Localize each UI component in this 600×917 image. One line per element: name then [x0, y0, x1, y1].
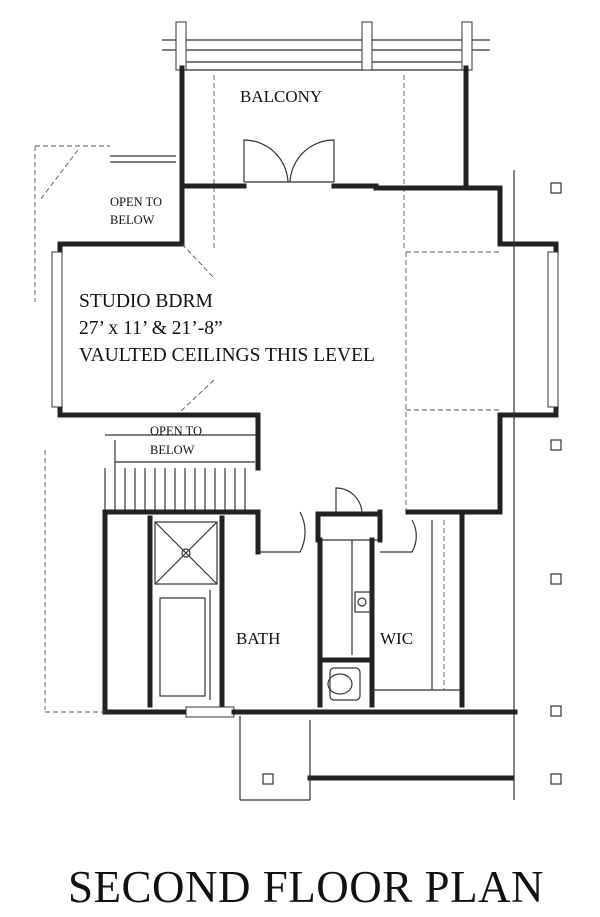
wic-label: WIC [380, 629, 413, 648]
bath-walls [102, 487, 503, 708]
column-markers [262, 182, 562, 785]
plan-title: SECOND FLOOR PLAN [68, 862, 544, 912]
right-bay [405, 170, 559, 800]
balcony-label: BALCONY [240, 87, 322, 106]
left-bay-window [51, 241, 261, 418]
open-to-below-bottom-label-line2: BELOW [150, 443, 195, 457]
upper-left-bay [34, 145, 215, 302]
vaulted-ceilings-note: VAULTED CEILINGS THIS LEVEL [79, 345, 375, 366]
stair-open-area [44, 379, 261, 710]
balcony-railing [162, 21, 490, 71]
open-to-below-bottom-label-line1: OPEN TO [150, 424, 202, 438]
studio-bedroom-dimensions: 27’ x 11’ & 21’-8” [79, 318, 223, 339]
studio-bedroom-label: STUDIO BDRM [79, 291, 213, 312]
balcony-walls [179, 65, 469, 250]
stair-treads [124, 468, 246, 510]
open-to-below-top-label-line1: OPEN TO [110, 195, 162, 209]
balcony-double-door [179, 139, 503, 191]
bottom-walls [45, 509, 518, 801]
bath-label: BATH [236, 629, 280, 648]
open-to-below-top-label-line2: BELOW [110, 213, 155, 227]
